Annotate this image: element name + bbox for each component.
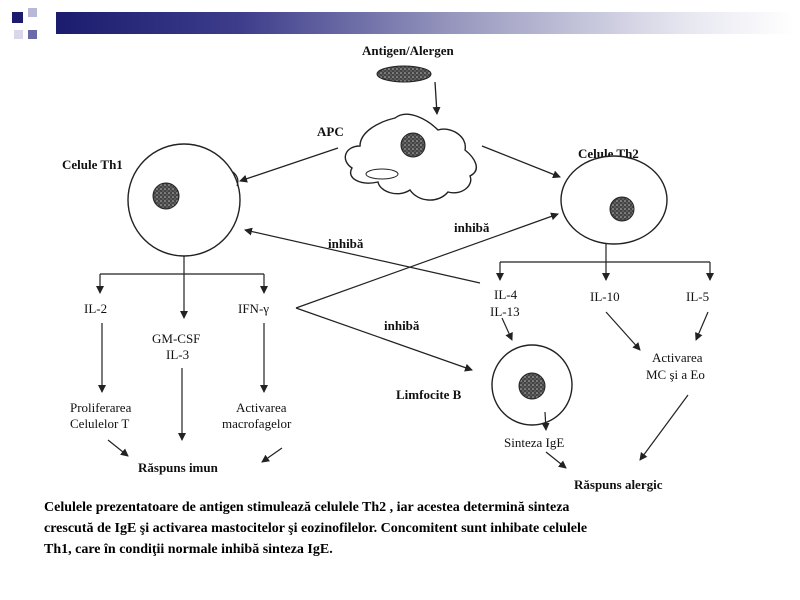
il5-label: IL-5 xyxy=(686,289,709,304)
arrow-apc-to-th1 xyxy=(239,147,339,183)
antigen-shape xyxy=(376,65,432,83)
apc-label: APC xyxy=(317,124,344,139)
limfocite-b-label: Limfocite B xyxy=(396,387,462,402)
inhib-lower-label: inhibă xyxy=(384,318,420,333)
arrow-macro-to-raspuns xyxy=(261,447,283,463)
ifn-label: IFN-γ xyxy=(238,301,269,316)
arrow-il10-to-activ xyxy=(605,311,641,351)
inhib-right-label: inhibă xyxy=(454,220,490,235)
arrow-prolif-to-raspuns xyxy=(107,439,129,457)
raspuns-alergic-label: Răspuns alergic xyxy=(574,477,663,492)
il10-label: IL-10 xyxy=(590,289,620,304)
caption-line-3: Th1, care în condiţii normale inhibă sin… xyxy=(44,542,333,557)
arrow-il4-to-bcell xyxy=(501,317,513,341)
arrow-th1-inhibits-th2 xyxy=(295,212,559,309)
arrow-th2-inhibits-th1 xyxy=(244,227,481,284)
activ-mc-label-1: Activarea xyxy=(652,350,703,365)
il3-label: IL-3 xyxy=(166,347,189,362)
th1-nucleus xyxy=(152,182,180,210)
arrow-bcell-to-ige xyxy=(541,411,550,431)
il13-label: IL-13 xyxy=(490,304,520,319)
corner-square-light xyxy=(28,8,37,17)
il4-label: IL-4 xyxy=(494,287,518,302)
gmcsf-label: GM-CSF xyxy=(152,331,200,346)
caption-line-2: crescută de IgE şi activarea mastocitelo… xyxy=(44,521,588,536)
arrow-activ-to-alergic xyxy=(639,394,689,461)
caption: Celulele prezentatoare de antigen stimul… xyxy=(44,497,764,560)
activ-macro-label-1: Activarea xyxy=(236,400,287,415)
caption-line-1: Celulele prezentatoare de antigen stimul… xyxy=(44,500,570,515)
th1-label: Celule Th1 xyxy=(62,157,123,172)
arrow-ifn-inhibits-bcell xyxy=(295,307,473,372)
antigen-label: Antigen/Alergen xyxy=(362,43,454,58)
bcell-nucleus xyxy=(518,372,546,400)
arrow-il5-to-activ xyxy=(695,311,709,341)
arrow-ige-to-alergic xyxy=(545,451,567,469)
prolif-label-1: Proliferarea xyxy=(70,400,132,415)
arrow-apc-to-th2 xyxy=(481,145,561,179)
th1-cell xyxy=(127,143,241,257)
th1-receptor xyxy=(232,171,239,187)
th2-nucleus xyxy=(609,196,635,222)
apc-nucleus xyxy=(400,132,426,158)
corner-square-pale xyxy=(14,30,23,39)
corner-square-dark xyxy=(12,12,23,23)
activ-mc-label-2: MC şi a Eo xyxy=(646,367,705,382)
immune-response-diagram: Antigen/Alergen APC Celule Th1 Celule Th… xyxy=(62,43,714,492)
sinteza-ige-label: Sinteza IgE xyxy=(504,435,564,450)
activ-macro-label-2: macrofagelor xyxy=(222,416,292,431)
inhib-left-label: inhibă xyxy=(328,236,364,251)
raspuns-imun-label: Răspuns imun xyxy=(138,460,219,475)
il2-label: IL-2 xyxy=(84,301,107,316)
corner-square-mid xyxy=(28,30,37,39)
apc-granule xyxy=(365,168,399,180)
prolif-label-2: Celulelor T xyxy=(70,416,129,431)
arrow-antigen-to-apc xyxy=(432,81,441,115)
header-bar xyxy=(56,12,794,34)
